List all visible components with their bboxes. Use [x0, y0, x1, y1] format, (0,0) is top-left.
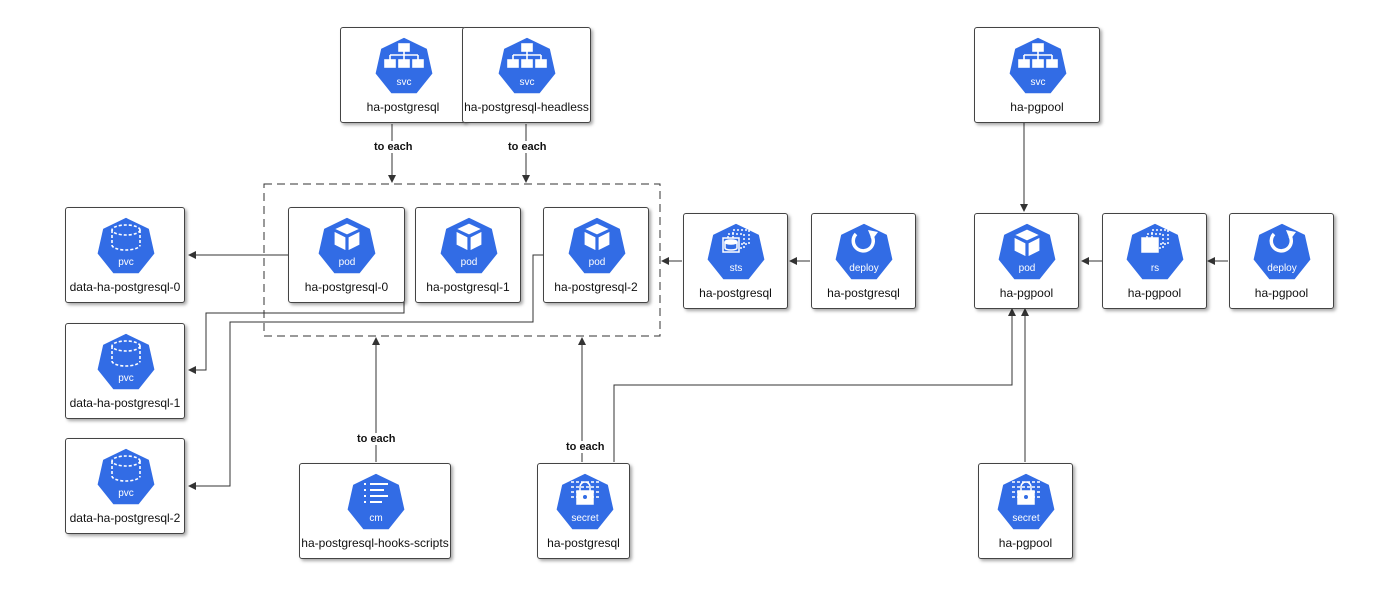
- node-secret-ha-postgresql[interactable]: secret ha-postgresql: [537, 463, 630, 559]
- svg-text:svc: svc: [1031, 77, 1046, 88]
- service-icon: svc: [496, 36, 558, 95]
- node-svc-ha-postgresql-headless[interactable]: svc ha-postgresql-headless: [462, 27, 591, 123]
- pod-icon: pod: [566, 216, 628, 275]
- pod-icon: pod: [996, 222, 1058, 281]
- node-pvc-2[interactable]: pvc data-ha-postgresql-2: [65, 438, 185, 534]
- edge-label-to-each: to each: [356, 433, 397, 445]
- svg-text:pod: pod: [339, 257, 356, 268]
- svg-text:pod: pod: [589, 257, 606, 268]
- secret-icon: secret: [554, 472, 616, 531]
- node-label: data-ha-postgresql-0: [69, 280, 181, 294]
- edge-pod2-to-pvc2: [188, 254, 543, 490]
- statefulset-icon: sts: [705, 222, 767, 281]
- svg-text:deploy: deploy: [849, 263, 878, 274]
- edge-label-to-each: to each: [565, 441, 606, 453]
- node-pod-1[interactable]: pod ha-postgresql-1: [415, 207, 521, 303]
- svg-text:svc: svc: [397, 77, 412, 88]
- node-pod-2[interactable]: pod ha-postgresql-2: [543, 207, 649, 303]
- svg-text:pvc: pvc: [118, 373, 134, 384]
- node-deploy-ha-pgpool[interactable]: deploy ha-pgpool: [1229, 213, 1334, 309]
- replicaset-icon: rs: [1124, 222, 1186, 281]
- node-deploy-ha-postgresql[interactable]: deploy ha-postgresql: [811, 213, 916, 309]
- svg-text:secret: secret: [1012, 513, 1039, 524]
- pod-group-boundary: [263, 183, 661, 337]
- node-label: ha-pgpool: [998, 536, 1053, 550]
- node-pvc-0[interactable]: pvc data-ha-postgresql-0: [65, 207, 185, 303]
- svg-text:deploy: deploy: [1267, 263, 1296, 274]
- svg-text:svc: svc: [520, 77, 535, 88]
- svg-text:pod: pod: [461, 257, 478, 268]
- node-label: ha-pgpool: [1127, 286, 1182, 300]
- node-secret-ha-pgpool[interactable]: secret ha-pgpool: [978, 463, 1073, 559]
- node-label: ha-postgresql-hooks-scripts: [301, 536, 449, 550]
- edge-label-to-each: to each: [373, 141, 414, 153]
- node-label: ha-pgpool: [1010, 100, 1064, 114]
- node-label: ha-pgpool: [999, 286, 1054, 300]
- service-icon: svc: [1007, 36, 1069, 95]
- node-label: ha-pgpool: [1254, 286, 1309, 300]
- svg-text:pvc: pvc: [118, 488, 134, 499]
- node-pvc-1[interactable]: pvc data-ha-postgresql-1: [65, 323, 185, 419]
- node-label: ha-postgresql: [699, 286, 772, 300]
- node-label: ha-postgresql-2: [554, 280, 638, 294]
- node-rs-ha-pgpool[interactable]: rs ha-pgpool: [1102, 213, 1207, 309]
- node-label: ha-postgresql-0: [304, 280, 389, 294]
- edge-secret-to-pgpool: [613, 308, 1016, 462]
- svg-text:cm: cm: [369, 513, 382, 524]
- svg-text:pvc: pvc: [118, 257, 134, 268]
- edge-label-to-each: to each: [507, 141, 548, 153]
- pod-icon: pod: [438, 216, 500, 275]
- node-sts-ha-postgresql[interactable]: sts ha-postgresql: [683, 213, 788, 309]
- node-label: ha-postgresql: [366, 100, 440, 114]
- svg-text:secret: secret: [571, 513, 598, 524]
- volume-claim-icon: pvc: [95, 332, 157, 391]
- service-icon: svc: [373, 36, 435, 95]
- node-cm-hooks[interactable]: cm ha-postgresql-hooks-scripts: [299, 463, 451, 559]
- node-label: ha-postgresql: [827, 286, 900, 300]
- deployment-icon: deploy: [833, 222, 895, 281]
- node-pod-ha-pgpool[interactable]: pod ha-pgpool: [974, 213, 1079, 309]
- secret-icon: secret: [995, 472, 1057, 531]
- configmap-icon: cm: [345, 472, 407, 531]
- node-label: ha-postgresql-1: [426, 280, 510, 294]
- volume-claim-icon: pvc: [95, 447, 157, 506]
- pod-icon: pod: [316, 216, 378, 275]
- node-svc-ha-pgpool[interactable]: svc ha-pgpool: [974, 27, 1100, 123]
- node-label: data-ha-postgresql-2: [69, 511, 181, 525]
- node-pod-0[interactable]: pod ha-postgresql-0: [288, 207, 405, 303]
- volume-claim-icon: pvc: [95, 216, 157, 275]
- node-label: ha-postgresql-headless: [464, 100, 589, 114]
- node-label: ha-postgresql: [547, 536, 620, 550]
- node-svc-ha-postgresql[interactable]: svc ha-postgresql: [340, 27, 466, 123]
- deployment-icon: deploy: [1251, 222, 1313, 281]
- node-label: data-ha-postgresql-1: [69, 396, 181, 410]
- svg-text:rs: rs: [1151, 263, 1159, 274]
- svg-text:sts: sts: [730, 263, 743, 274]
- svg-text:pod: pod: [1019, 263, 1036, 274]
